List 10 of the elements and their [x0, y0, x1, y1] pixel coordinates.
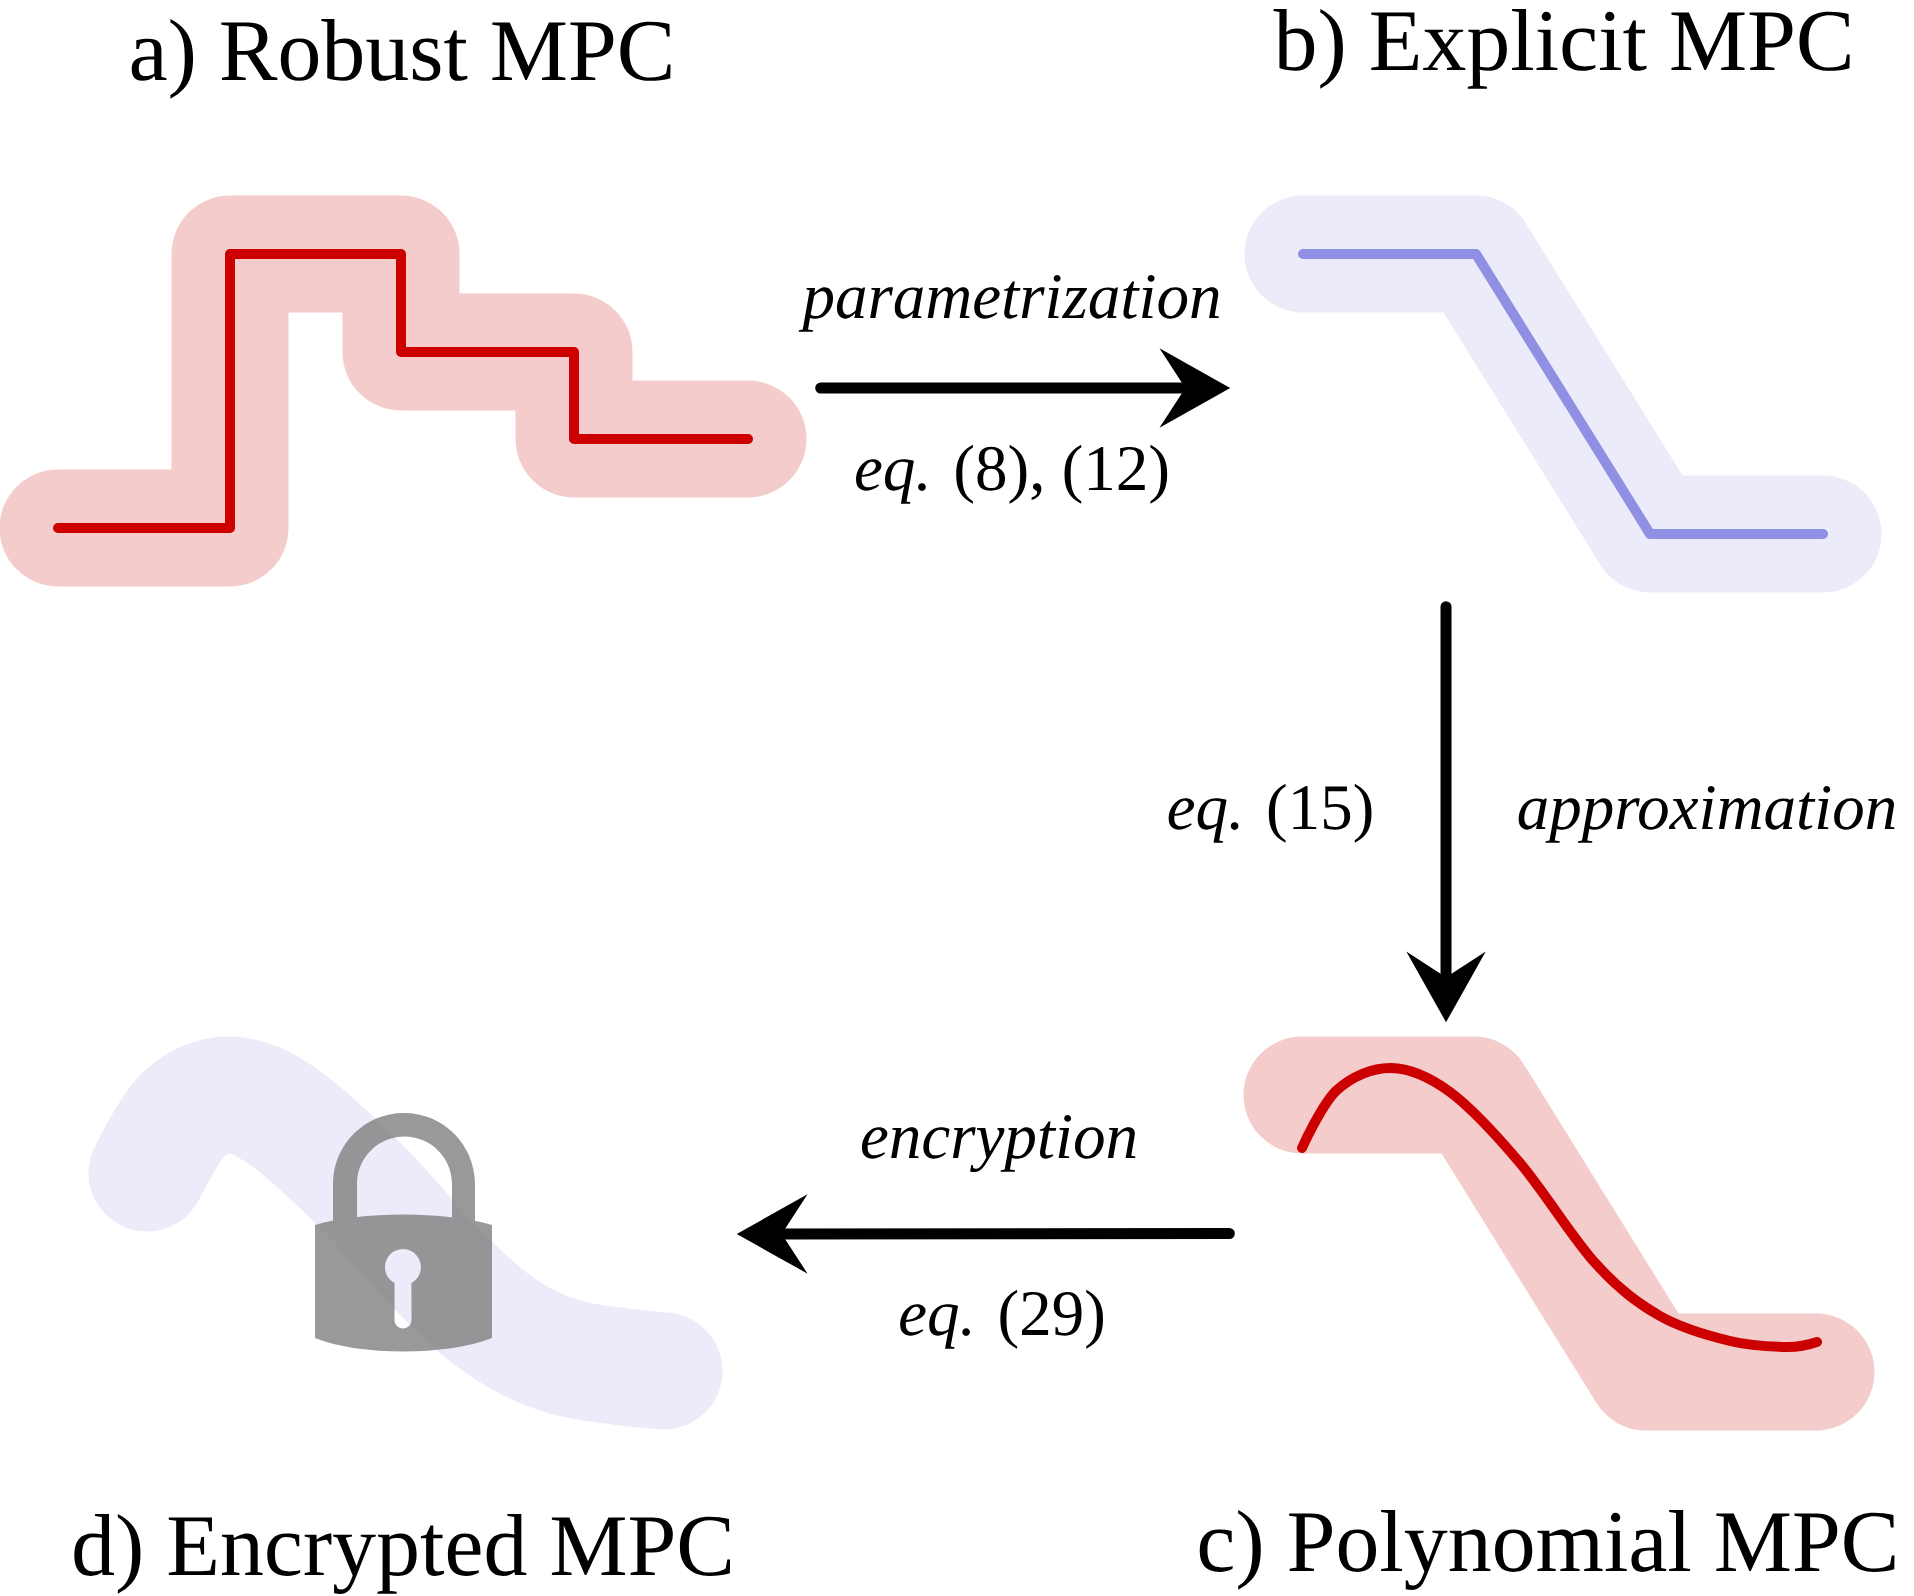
equation-reference: eq. (8), (12): [856, 444, 1168, 504]
edge-label: encryption: [861, 1114, 1136, 1173]
panel-heading: c) Polynomial MPC: [1199, 1510, 1895, 1590]
equation-reference: eq. (29): [900, 1289, 1103, 1349]
edge-label: parametrization: [798, 274, 1219, 332]
panel-heading: d) Encrypted MPC: [74, 1514, 731, 1594]
edge-label: approximation: [1518, 785, 1895, 843]
panel-heading: b) Explicit MPC: [1273, 9, 1850, 89]
panel-heading: a) Robust MPC: [131, 19, 671, 99]
equation-reference: eq. (15): [1168, 783, 1372, 843]
